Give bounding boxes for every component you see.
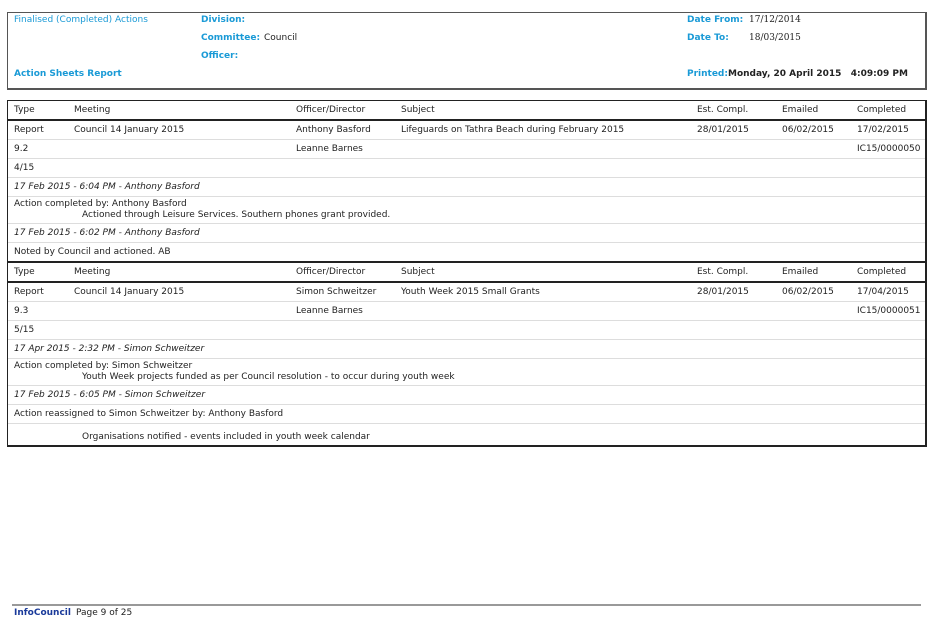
col-officer: Officer/Director bbox=[296, 267, 366, 277]
officer-label: Officer: bbox=[201, 51, 239, 61]
note-line: Actioned through Leisure Services. South… bbox=[82, 210, 391, 220]
col-meeting: Meeting bbox=[74, 105, 111, 115]
col-subject: Subject bbox=[401, 105, 435, 115]
item-number: 9.3 bbox=[14, 306, 29, 316]
note-head: 17 Feb 2015 - 6:05 PM - Simon Schweitzer bbox=[14, 390, 206, 400]
note-line: Action reassigned to Simon Schweitzer by… bbox=[14, 409, 284, 419]
col-subject: Subject bbox=[401, 267, 435, 277]
note-heading: 17 Feb 2015 - 6:02 PM - Anthony Basford bbox=[8, 224, 925, 243]
col-completed: Completed bbox=[857, 105, 907, 115]
reference: IC15/0000050 bbox=[857, 144, 921, 154]
committee-value: Council bbox=[264, 33, 298, 43]
col-est: Est. Compl. bbox=[697, 105, 749, 115]
table-row: 5/15 bbox=[8, 321, 925, 340]
col-type: Type bbox=[14, 267, 35, 277]
note-line: Youth Week projects funded as per Counci… bbox=[82, 372, 455, 382]
reference: IC15/0000051 bbox=[857, 306, 921, 316]
subject: Youth Week 2015 Small Grants bbox=[401, 287, 540, 297]
est-compl: 28/01/2015 bbox=[697, 125, 749, 135]
note-line: Organisations notified - events included… bbox=[82, 432, 370, 442]
date-to-label: Date To: bbox=[687, 33, 729, 43]
date-from: 17/12/2014 bbox=[749, 15, 801, 25]
date-from-label: Date From: bbox=[687, 15, 744, 25]
meeting: Council 14 January 2015 bbox=[74, 287, 185, 297]
col-type: Type bbox=[14, 105, 35, 115]
resolution-number: 5/15 bbox=[14, 325, 35, 335]
table-row: 9.3 Leanne Barnes IC15/0000051 bbox=[8, 302, 925, 321]
note-head: 17 Apr 2015 - 2:32 PM - Simon Schweitzer bbox=[14, 344, 205, 354]
note-line: Noted by Council and actioned. AB bbox=[14, 247, 171, 257]
date-to: 18/03/2015 bbox=[749, 33, 801, 43]
committee-label: Committee: bbox=[201, 33, 261, 43]
page-number: Page 9 of 25 bbox=[76, 608, 133, 618]
col-emailed: Emailed bbox=[782, 267, 819, 277]
type: Report bbox=[14, 125, 44, 135]
table-row: Report Council 14 January 2015 Simon Schwe… bbox=[8, 283, 925, 302]
meeting: Council 14 January 2015 bbox=[74, 125, 185, 135]
note-heading: 17 Feb 2015 - 6:04 PM - Anthony Basford bbox=[8, 178, 925, 197]
officer: Anthony Basford bbox=[296, 125, 371, 135]
note-body: Action reassigned to Simon Schweitzer by… bbox=[8, 405, 925, 424]
col-emailed: Emailed bbox=[782, 105, 819, 115]
type: Report bbox=[14, 287, 44, 297]
report-type: Finalised (Completed) Actions bbox=[14, 15, 148, 25]
note-heading: 17 Feb 2015 - 6:05 PM - Simon Schweitzer bbox=[8, 386, 925, 405]
resolution-number: 4/15 bbox=[14, 163, 35, 173]
page-footer: InfoCouncil Page 9 of 25 bbox=[12, 604, 921, 618]
table-row: 4/15 bbox=[8, 159, 925, 178]
printed-label: Printed: bbox=[687, 69, 728, 79]
table-row: Report Council 14 January 2015 Anthony Bas… bbox=[8, 121, 925, 140]
footer-brand: InfoCouncil bbox=[14, 608, 71, 618]
note-line: Action completed by: Anthony Basford bbox=[14, 199, 187, 209]
note-head: 17 Feb 2015 - 6:04 PM - Anthony Basford bbox=[14, 182, 200, 192]
completed: 17/04/2015 bbox=[857, 287, 909, 297]
officer-secondary: Leanne Barnes bbox=[296, 306, 363, 316]
note-line: Action completed by: Simon Schweitzer bbox=[14, 361, 193, 371]
table-header: Type Meeting Officer/Director Subject Est. C… bbox=[8, 101, 925, 121]
subject: Lifeguards on Tathra Beach during Februa… bbox=[401, 125, 625, 135]
report-header: Finalised (Completed) Actions Action She… bbox=[7, 12, 927, 90]
note-head: 17 Feb 2015 - 6:02 PM - Anthony Basford bbox=[14, 228, 200, 238]
printed-value: Monday, 20 April 2015 4:09:09 PM bbox=[728, 69, 908, 79]
table-row: 9.2 Leanne Barnes IC15/0000050 bbox=[8, 140, 925, 159]
note-body: Organisations notified - events included… bbox=[8, 424, 925, 450]
officer-secondary: Leanne Barnes bbox=[296, 144, 363, 154]
note-heading: 17 Apr 2015 - 2:32 PM - Simon Schweitzer bbox=[8, 340, 925, 359]
emailed: 06/02/2015 bbox=[782, 125, 834, 135]
note-body: Noted by Council and actioned. AB bbox=[8, 243, 925, 261]
table-header: Type Meeting Officer/Director Subject Est. C… bbox=[8, 261, 925, 283]
item-number: 9.2 bbox=[14, 144, 29, 154]
col-est: Est. Compl. bbox=[697, 267, 749, 277]
col-meeting: Meeting bbox=[74, 267, 111, 277]
officer: Simon Schweitzer bbox=[296, 287, 377, 297]
col-completed: Completed bbox=[857, 267, 907, 277]
division-label: Division: bbox=[201, 15, 246, 25]
col-officer: Officer/Director bbox=[296, 105, 366, 115]
est-compl: 28/01/2015 bbox=[697, 287, 749, 297]
completed: 17/02/2015 bbox=[857, 125, 909, 135]
emailed: 06/02/2015 bbox=[782, 287, 834, 297]
report-title: Action Sheets Report bbox=[14, 69, 122, 79]
